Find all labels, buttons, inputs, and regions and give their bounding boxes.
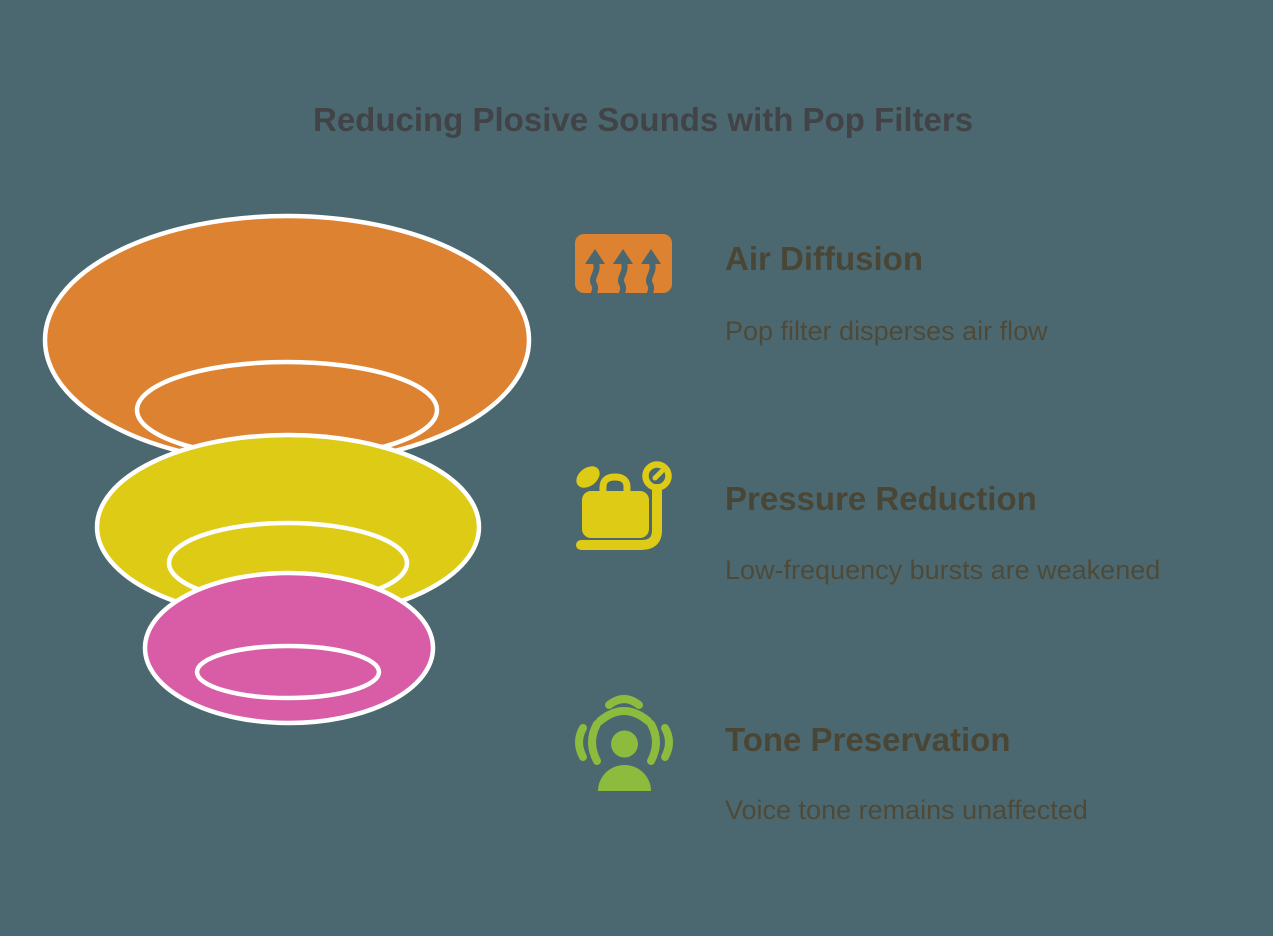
item-2-heading: Pressure Reduction	[725, 480, 1037, 517]
item-3-heading: Tone Preservation	[725, 721, 1011, 758]
air-diffusion-icon	[575, 234, 672, 295]
voice-icon-left-outer-arc	[575, 724, 587, 761]
voice-icon-top-arc-large	[596, 707, 652, 725]
voice-icon-top-arc-small	[605, 695, 643, 709]
voice-icon-right-inner-arc	[647, 720, 660, 765]
scale-icon-blob	[576, 466, 600, 488]
scale-icon-handle	[599, 473, 631, 498]
scale-icon-case	[582, 491, 649, 538]
item-1-description: Pop filter disperses air flow	[725, 316, 1048, 346]
pressure-scale-icon	[576, 461, 672, 550]
air-icon-arrows	[585, 249, 661, 295]
voice-icon-shoulders	[598, 765, 651, 791]
funnel-level-3-inner-rim	[194, 643, 382, 701]
voice-icon-right-outer-arc	[661, 724, 673, 761]
scale-icon-stand	[576, 484, 662, 550]
page-title: Reducing Plosive Sounds with Pop Filters	[313, 101, 974, 138]
voice-waves-icon	[575, 695, 673, 791]
voice-icon-left-inner-arc	[588, 720, 601, 765]
scale-icon-needle	[652, 469, 664, 481]
item-1-heading: Air Diffusion	[725, 240, 923, 277]
item-3-description: Voice tone remains unaffected	[725, 795, 1088, 825]
voice-icon-head	[611, 730, 638, 758]
item-2-description: Low-frequency bursts are weakened	[725, 555, 1161, 585]
